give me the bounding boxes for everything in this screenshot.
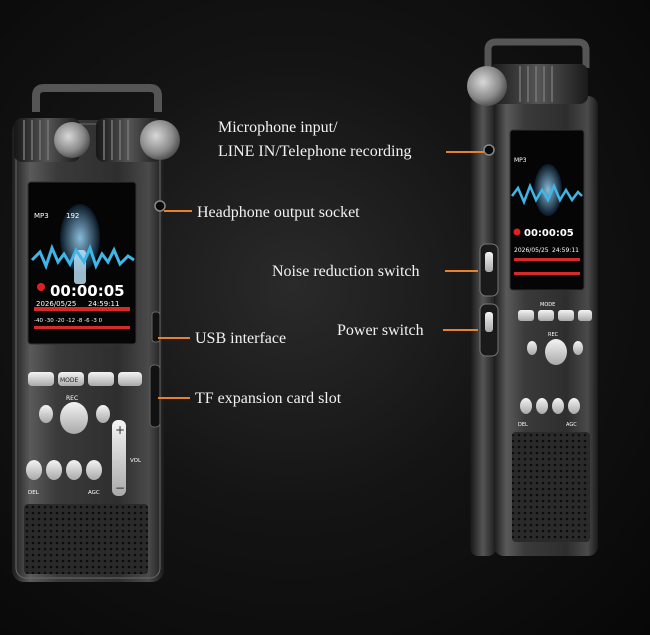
power-switch-callout: Power switch: [337, 322, 424, 339]
tf-slot: [149, 364, 161, 428]
mic-input-callout-line2: LINE IN/Telephone recording: [218, 143, 412, 160]
front-vol-label: VOL: [130, 458, 142, 464]
noise-switch-callout: Noise reduction switch: [272, 263, 420, 280]
mic-input-callout-line1: Microphone input/: [218, 119, 338, 136]
front-agc-label: AGC: [88, 490, 100, 496]
side-recorder: [467, 38, 598, 556]
front-waveform: [30, 243, 135, 271]
front-timer: 00:00:05: [50, 282, 125, 300]
front-date: 2026/05/25: [36, 300, 76, 308]
side-screen-text: MP3 00:00:05 2026/05/25 24:59:11 MODE RE…: [514, 157, 579, 428]
side-format-label: MP3: [514, 157, 527, 164]
usb-port: [151, 311, 161, 343]
front-minus-label: −: [115, 481, 125, 495]
side-timer: 00:00:05: [524, 228, 574, 239]
side-del-label: DEL: [518, 422, 528, 428]
tf-slot-callout: TF expansion card slot: [195, 390, 342, 407]
headphone-callout: Headphone output socket: [197, 204, 360, 221]
side-waveform: [511, 182, 583, 206]
front-del-label: DEL: [28, 490, 40, 496]
mic-input-jack: [483, 144, 495, 156]
headphone-socket: [154, 200, 166, 212]
usb-callout: USB interface: [195, 330, 287, 347]
side-mode-label: MODE: [540, 302, 555, 308]
front-rec-dot: [37, 283, 45, 291]
front-speaker-grille: [24, 504, 148, 574]
side-speaker-grille: [512, 432, 590, 542]
front-volume-rocker: [112, 420, 126, 496]
front-recorder: [12, 84, 180, 582]
front-format-label: MP3: [34, 212, 49, 220]
front-bitrate-label: 192: [66, 212, 79, 220]
front-microphones: [14, 118, 180, 162]
side-agc-label: AGC: [566, 422, 577, 428]
front-screen-text: MP3 192 00:00:05 2026/05/25 24:59:11 -40…: [28, 212, 142, 496]
front-rec-label: REC: [66, 395, 78, 402]
front-time: 24:59:11: [88, 300, 119, 308]
side-time: 24:59:11: [552, 247, 579, 254]
side-date: 2026/05/25: [514, 247, 549, 254]
front-rec-button: [60, 402, 88, 434]
side-microphones: [467, 64, 588, 106]
front-plus-label: +: [115, 423, 125, 437]
front-meter-scale: -40 -30 -20 -12 -8 -6 -3 0: [34, 318, 103, 324]
side-rec-label: REC: [548, 332, 559, 338]
front-handle: [32, 84, 162, 112]
callout-leaders: [158, 151, 484, 399]
front-mode-label: MODE: [60, 377, 79, 384]
